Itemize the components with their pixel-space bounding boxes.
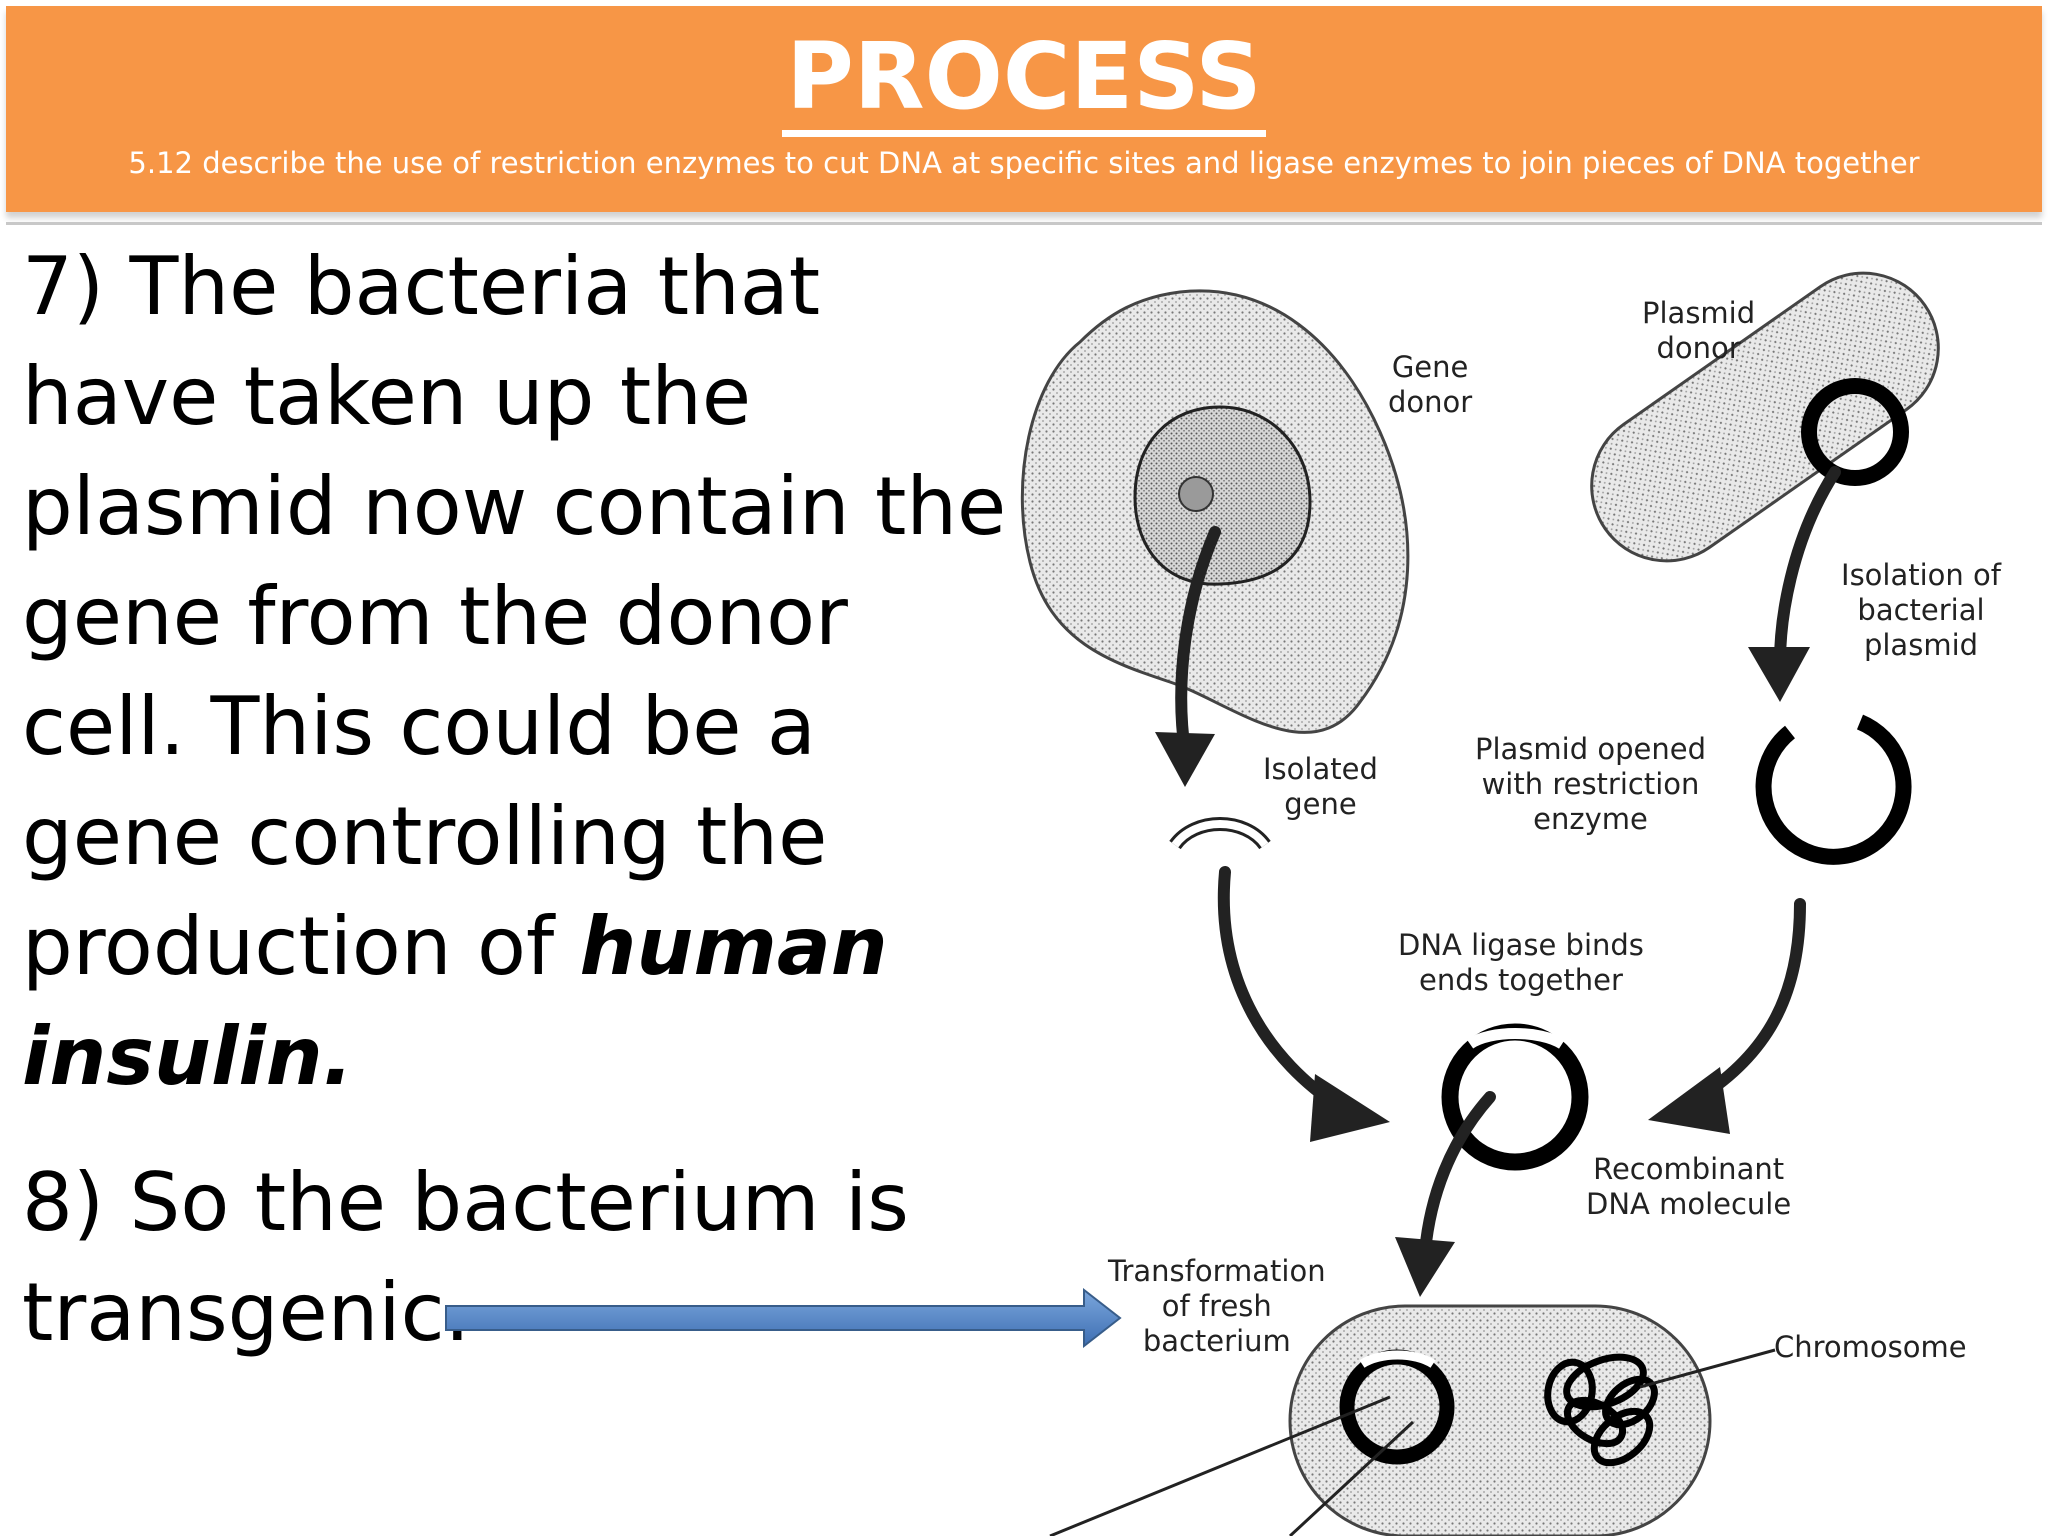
arrow-isolate-plasmid-icon (1774, 466, 1841, 668)
label-plasmid-opened: Plasmid opened with restriction enzyme (1475, 732, 1706, 837)
label-transformation-text: Transformation of fresh bacterium (1108, 1254, 1326, 1358)
label-isolated-gene: Isolated gene (1263, 752, 1378, 822)
opened-plasmid-icon (1755, 714, 1912, 865)
label-plasmid-donor: Plasmid donor (1642, 296, 1755, 366)
arrow-isolate-gene-icon (1175, 526, 1221, 758)
label-isolation-plasmid: Isolation of bacterial plasmid (1802, 558, 2040, 663)
label-gene-donor: Gene donor (1388, 350, 1472, 420)
label-gene-donor-text: Gene donor (1388, 350, 1473, 419)
plasmid-donor-bacterium (1590, 271, 1940, 563)
label-plasmid-opened-text: Plasmid opened with restriction enzyme (1475, 732, 1706, 836)
label-chromosome: Chromosome (1774, 1330, 1967, 1365)
arrow-transformation-icon (1419, 1091, 1496, 1258)
point-8-text: 8) So the bacterium is transgenic. (22, 1148, 922, 1368)
point-7-prefix: 7) The bacteria that have taken up the p… (22, 240, 1007, 993)
page-subtitle: 5.12 describe the use of restriction enz… (128, 146, 1920, 180)
blue-arrow-icon (445, 1288, 1122, 1348)
point-7-text: 7) The bacteria that have taken up the p… (22, 232, 1012, 1112)
point-8-line-2: transgenic. (22, 1266, 471, 1359)
genetic-engineering-diagram: Gene donor Plasmid donor Isolation of ba… (1010, 262, 2040, 1536)
point-8-line-1: 8) So the bacterium is (22, 1156, 909, 1249)
arrow-plasmid-to-recombinant-icon (1694, 898, 1806, 1103)
label-dna-ligase-text: DNA ligase binds ends together (1398, 928, 1644, 997)
recombinant-dna-icon (1441, 1023, 1589, 1171)
arrow-gene-to-recombinant-icon (1217, 866, 1346, 1113)
label-dna-ligase: DNA ligase binds ends together (1398, 928, 1644, 998)
label-transformation: Transformation of fresh bacterium (1108, 1254, 1326, 1359)
divider (6, 222, 2042, 225)
label-chromosome-text: Chromosome (1774, 1330, 1967, 1364)
page-title: PROCESS (6, 22, 2042, 137)
gene-donor-cell (1020, 289, 1410, 734)
label-recombinant: Recombinant DNA molecule (1586, 1152, 1791, 1222)
label-recombinant-text: Recombinant DNA molecule (1586, 1152, 1792, 1221)
point-7-emphasis: human insulin. (22, 900, 888, 1103)
label-isolation-plasmid-text: Isolation of bacterial plasmid (1841, 558, 2001, 662)
label-isolated-gene-text: Isolated gene (1263, 752, 1378, 821)
label-plasmid-donor-text: Plasmid donor (1642, 296, 1756, 365)
header-banner: PROCESS 5.12 describe the use of restric… (6, 6, 2042, 212)
transgenic-bacterium (1049, 1304, 1776, 1536)
diagram-graphic (1020, 271, 1940, 1536)
